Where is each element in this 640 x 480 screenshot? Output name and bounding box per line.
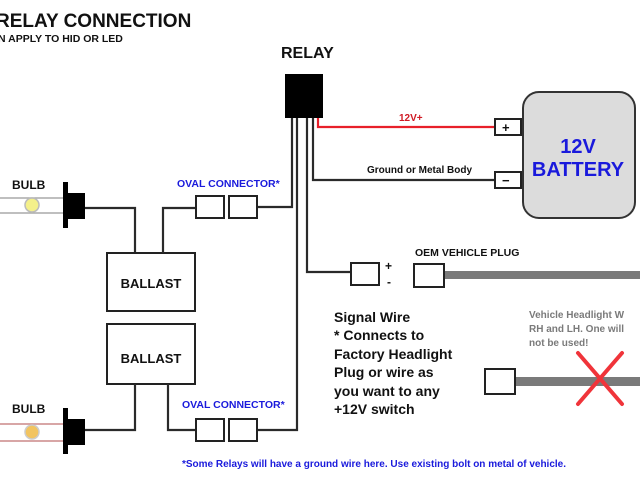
bottom-bulb-icon	[24, 424, 40, 440]
svg-text:Signal Wire: Signal Wire	[334, 309, 410, 325]
svg-text:Factory Headlight: Factory Headlight	[334, 346, 453, 362]
relay-label: RELAY	[281, 45, 334, 62]
bottom-bulb-label: BULB	[12, 402, 46, 416]
oem-plug-wire	[445, 271, 640, 279]
svg-text:you want to any: you want to any	[334, 383, 440, 399]
top-oval-connector-label: OVAL CONNECTOR*	[177, 178, 281, 190]
signal-plus-label: +	[385, 259, 392, 273]
bottom-ballast	[106, 323, 196, 385]
relay-wires	[258, 118, 497, 432]
top-ballast	[106, 252, 196, 312]
top-bulb-socket	[63, 182, 68, 228]
battery-positive-terminal	[494, 118, 522, 136]
footnote: *Some Relays will have a ground wire her…	[182, 459, 566, 470]
unused-vehicle-plug	[484, 368, 516, 395]
signal-wire-description: Signal Wire * Connects to Factory Headli…	[334, 309, 453, 417]
bottom-oval-connector-left	[195, 418, 225, 442]
bottom-oval-connector-label: OVAL CONNECTOR*	[182, 399, 286, 411]
diagram-title: RELAY CONNECTION	[0, 11, 191, 32]
minus-icon: −	[502, 173, 510, 188]
bottom-oval-connector-right	[228, 418, 258, 442]
wire-to-bottom-oval	[258, 118, 299, 432]
unused-plug-wire	[516, 377, 640, 386]
top-bulb-icon	[24, 197, 40, 213]
svg-text:Plug or wire as: Plug or wire as	[334, 364, 434, 380]
ground-wire-label: Ground or Metal Body	[367, 165, 472, 176]
battery-label: BATTERY	[532, 159, 625, 181]
svg-text:not be used!: not be used!	[529, 338, 588, 349]
signal-plug	[350, 262, 380, 286]
ground-wire	[311, 118, 497, 182]
battery-voltage-label: 12V	[560, 136, 596, 158]
diagram-subtitle: N APPLY TO HID OR LED	[0, 33, 123, 45]
positive-wire-label: 12V+	[399, 113, 423, 124]
svg-text:Vehicle Headlight W: Vehicle Headlight W	[529, 310, 625, 321]
battery-negative-terminal	[494, 171, 522, 189]
top-bulb-label: BULB	[12, 178, 46, 192]
svg-text:* Connects to: * Connects to	[334, 327, 424, 343]
wire-to-top-oval	[258, 118, 294, 209]
svg-text:+12V switch: +12V switch	[334, 401, 415, 417]
positive-wire	[316, 118, 497, 129]
signal-wire	[305, 118, 352, 274]
top-oval-connector-left	[195, 195, 225, 219]
bottom-ballast-label: BALLAST	[121, 351, 182, 366]
oem-plug-label: OEM VEHICLE PLUG	[415, 247, 519, 259]
bottom-bulb-socket	[63, 408, 68, 454]
plus-icon: +	[502, 120, 510, 135]
cross-icon	[576, 351, 624, 406]
signal-minus-label: -	[387, 275, 391, 289]
top-ballast-label: BALLAST	[121, 276, 182, 291]
vehicle-headlight-note: Vehicle Headlight W RH and LH. One will …	[529, 310, 625, 349]
oem-vehicle-plug	[413, 263, 445, 288]
relay-body	[285, 74, 323, 118]
top-oval-connector-right	[228, 195, 258, 219]
svg-text:RH and LH. One will: RH and LH. One will	[529, 324, 624, 335]
battery-body	[522, 91, 636, 219]
